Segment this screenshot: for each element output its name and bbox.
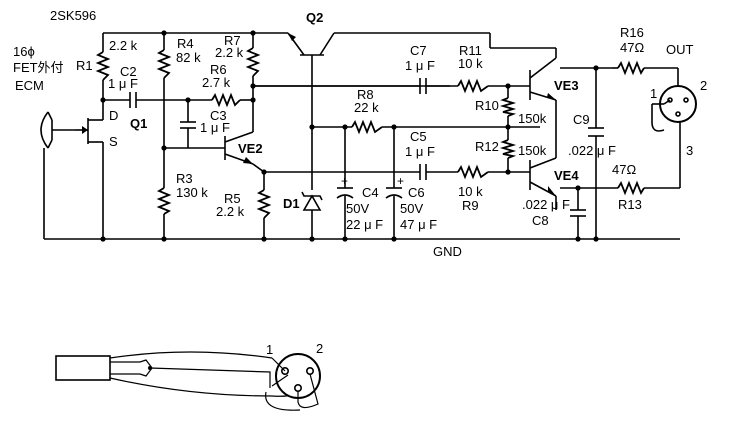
capacitor-c7 [419,78,427,94]
cable-assembly-drawing [55,351,321,411]
svg-text:+: + [341,174,348,188]
label-r6-name: R6 [210,62,227,77]
label-r4-value: 82 k [176,50,201,65]
ecm-microphone [40,111,53,149]
label-q1: Q1 [130,116,147,131]
label-r9-value: 10 k [458,184,483,199]
label-r9-name: R9 [462,198,479,213]
label-s: S [109,134,118,149]
capacitor-c9 [588,127,604,137]
label-r1-name: R1 [76,58,93,73]
label-gnd: GND [433,244,462,259]
label-xlr-pin3: 3 [686,143,693,158]
label-out: OUT [666,42,694,57]
label-c3-name: C3 [210,108,227,123]
label-r3-value: 130 k [176,185,208,200]
capacitor-c2 [129,92,137,108]
label-c6-voltage: 50V [400,201,423,216]
resistor-r7 [245,47,261,77]
resistor-r9 [457,164,489,180]
label-r16-name: R16 [620,25,644,40]
label-c9-value: .022 μ F [568,143,616,158]
resistor-r12 [499,139,517,159]
transistor-ve2 [224,131,254,165]
label-d1: D1 [283,196,300,211]
resistor-r8 [351,119,383,135]
label-ve2: VE2 [238,141,263,156]
xlr-output-connector [652,85,697,123]
label-ve3: VE3 [554,78,579,93]
label-c7-name: C7 [410,43,427,58]
label-r13-value: 47Ω [612,162,636,177]
label-xlr-pin1: 1 [650,86,657,101]
resistor-r3 [156,187,172,215]
label-ve4: VE4 [554,168,579,183]
fet-q1 [75,118,103,144]
resistor-r6 [211,92,241,108]
label-c5-value: 1 μ F [405,144,435,159]
label-xlr-pin2: 2 [700,78,707,93]
junctions [100,30,599,242]
label-c2-value: 1 μ F [108,76,138,91]
mic-label-fet: FET外付 [13,60,64,75]
label-r8-value: 22 k [354,100,379,115]
capacitor-c4: + [336,174,354,199]
resistor-r16 [617,60,645,76]
label-c4-value: 22 μ F [346,217,383,232]
jfet-part-number: 2SK596 [50,8,96,23]
svg-text:+: + [397,174,404,188]
label-d: D [109,108,118,123]
label-r12-name: R12 [475,139,499,154]
label-c2-name: C2 [120,64,137,79]
label-r11-value: 10 k [458,56,483,71]
label-c9-name: C9 [573,112,590,127]
label-r16-value: 47Ω [620,40,644,55]
label-r10-name: R10 [475,98,499,113]
label-q2: Q2 [306,10,323,25]
label-c6-name: C6 [408,185,425,200]
label-r13-name: R13 [618,197,642,212]
label-r10-value: 150k [518,111,547,126]
label-r5-value: 2.2 k [216,204,245,219]
capacitor-c3 [180,121,196,129]
label-c8-name: C8 [532,213,549,228]
capacitor-c6: + [385,174,404,199]
label-c7-value: 1 μ F [405,58,435,73]
labels: 2SK596 16ϕ FET外付 ECM D S Q1 R1 2.2 k C2 … [13,8,707,357]
label-c3-value: 1 μ F [200,120,230,135]
resistor-r1 [95,51,111,81]
label-r7-name: R7 [224,33,241,48]
resistor-r10 [499,97,517,117]
label-r1-value: 2.2 k [109,38,138,53]
resistor-r11 [457,78,489,94]
label-c4-name: C4 [362,185,379,200]
label-r5-name: R5 [224,191,241,206]
transistor-ve3 [529,57,557,101]
capacitor-c5 [419,164,427,180]
label-c5-name: C5 [410,129,427,144]
resistor-r5 [256,189,272,219]
label-cable-pin1: 1 [266,342,273,357]
label-r7-value: 2.2 k [215,45,244,60]
label-r11-name: R11 [459,43,482,58]
label-r8-name: R8 [357,87,374,102]
transistor-q2 [287,32,335,56]
label-r4-name: R4 [177,36,194,51]
label-c4-voltage: 50V [346,201,369,216]
resistor-r13 [617,180,645,196]
label-r6-value: 2.7 k [202,75,231,90]
transistor-ve4 [529,157,557,197]
mic-label-ecm: ECM [15,78,44,93]
label-r12-value: 150k [518,143,547,158]
label-r3-name: R3 [176,171,193,186]
resistor-r4 [156,49,172,79]
mic-label-size: 16ϕ [13,44,35,59]
zener-diode-d1 [301,191,323,211]
label-cable-pin2: 2 [316,341,323,356]
label-c6-value: 47 μ F [400,217,437,232]
capacitor-c8 [570,209,586,217]
label-c8-value: .022 μ F [522,197,570,212]
